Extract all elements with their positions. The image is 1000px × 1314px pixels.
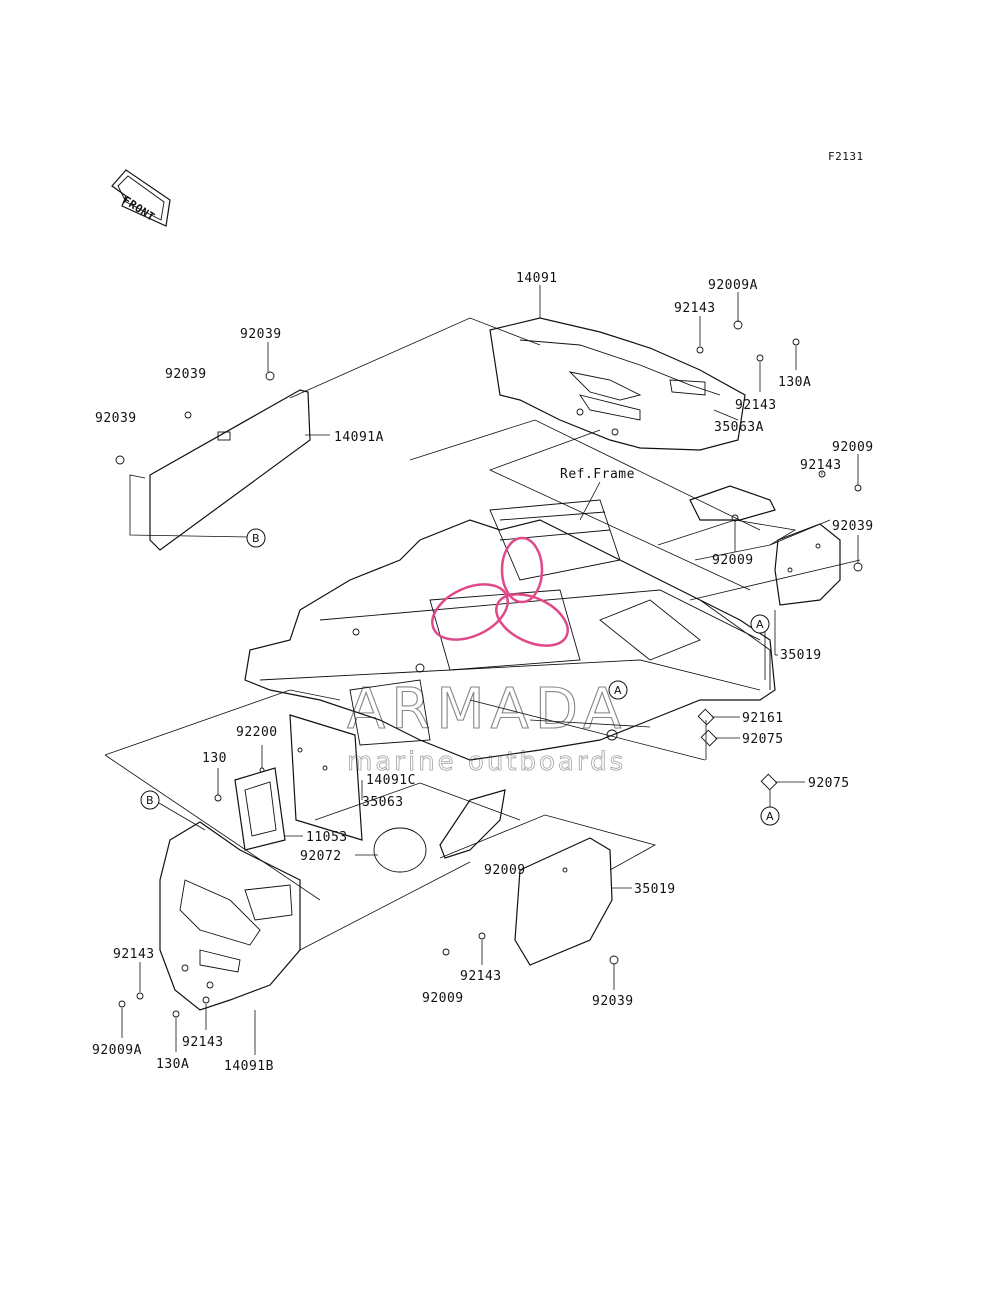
callout-130A-left: 130A xyxy=(156,1057,189,1072)
watermark-tagline: marine outboards xyxy=(347,747,626,777)
callout-92143-top1: 92143 xyxy=(674,301,716,316)
svg-text:A: A xyxy=(766,810,774,823)
callout-92039-right: 92039 xyxy=(832,519,874,534)
callout-92143-right: 92143 xyxy=(800,458,842,473)
cover-14091 xyxy=(489,317,746,451)
callout-92143-left: 92143 xyxy=(113,947,155,962)
callout-92143-left2: 92143 xyxy=(182,1035,224,1050)
callout-130: 130 xyxy=(202,751,227,766)
svg-text:B: B xyxy=(146,794,154,807)
callout-92009-center: 92009 xyxy=(712,553,754,568)
callout-92009-low: 92009 xyxy=(484,863,526,878)
callout-92009A-left: 92009A xyxy=(92,1043,142,1058)
callout-14091C: 14091C xyxy=(366,773,416,788)
callout-11053: 11053 xyxy=(306,830,348,845)
callout-92009-right: 92009 xyxy=(832,440,874,455)
callout-92072: 92072 xyxy=(300,849,342,864)
hardware xyxy=(115,320,863,1018)
callout-92039-left: 92039 xyxy=(95,411,137,426)
callout-35063A: 35063A xyxy=(714,420,764,435)
watermark: ARMADA marine outboards xyxy=(346,536,627,777)
callout-92075-a: 92075 xyxy=(742,732,784,747)
plate-14091C xyxy=(289,714,363,841)
callout-92143-low: 92143 xyxy=(460,969,502,984)
callout-92009-bottom: 92009 xyxy=(422,991,464,1006)
callout-35019-low: 35019 xyxy=(634,882,676,897)
bracket-11053 xyxy=(234,767,286,851)
svg-text:A: A xyxy=(756,618,764,631)
callout-92009A-top: 92009A xyxy=(708,278,758,293)
callout-130A-top: 130A xyxy=(778,375,811,390)
plate-35019-right xyxy=(774,523,841,606)
callout-leaders xyxy=(121,285,859,1055)
callout-92075-b: 92075 xyxy=(808,776,850,791)
ref-circle-a-lower: A xyxy=(760,790,780,826)
bracket-35063 xyxy=(439,789,506,859)
callout-14091A: 14091A xyxy=(334,430,384,445)
callout-14091B: 14091B xyxy=(224,1059,274,1074)
callout-35063: 35063 xyxy=(362,795,404,810)
band-92072 xyxy=(373,827,427,873)
ref-frame-label: Ref.Frame xyxy=(560,467,635,482)
plate-35019-lower xyxy=(514,837,613,966)
diagram-code: F2131 xyxy=(828,150,864,163)
watermark-brand: ARMADA xyxy=(347,677,627,742)
watermark-logo-icon xyxy=(431,536,569,647)
bracket-35063A xyxy=(689,485,776,522)
main-frame: Ref.Frame xyxy=(244,467,776,761)
callout-35019-right: 35019 xyxy=(780,648,822,663)
callout-92039-top: 92039 xyxy=(240,327,282,342)
cover-14091B xyxy=(159,821,301,1011)
callout-labels: 14091 92009A 92143 130A 92143 92039 9203… xyxy=(92,271,874,1074)
svg-text:B: B xyxy=(252,532,260,545)
front-arrow-icon: FRONT xyxy=(111,169,171,227)
panel-14091A xyxy=(149,389,311,551)
callout-92039-bottom: 92039 xyxy=(592,994,634,1009)
phantom-lines xyxy=(104,317,861,951)
ref-circle-a-right: A xyxy=(750,614,770,634)
svg-text:A: A xyxy=(614,684,622,697)
ref-circle-b-lower: B xyxy=(140,790,206,831)
callout-92143-top2: 92143 xyxy=(735,398,777,413)
callout-92161: 92161 xyxy=(742,711,784,726)
callout-92039-mid: 92039 xyxy=(165,367,207,382)
ref-circle-a-center: A xyxy=(608,680,628,700)
ref-circle-b-upper: B xyxy=(246,528,266,548)
callout-14091: 14091 xyxy=(516,271,558,286)
callout-92200: 92200 xyxy=(236,725,278,740)
